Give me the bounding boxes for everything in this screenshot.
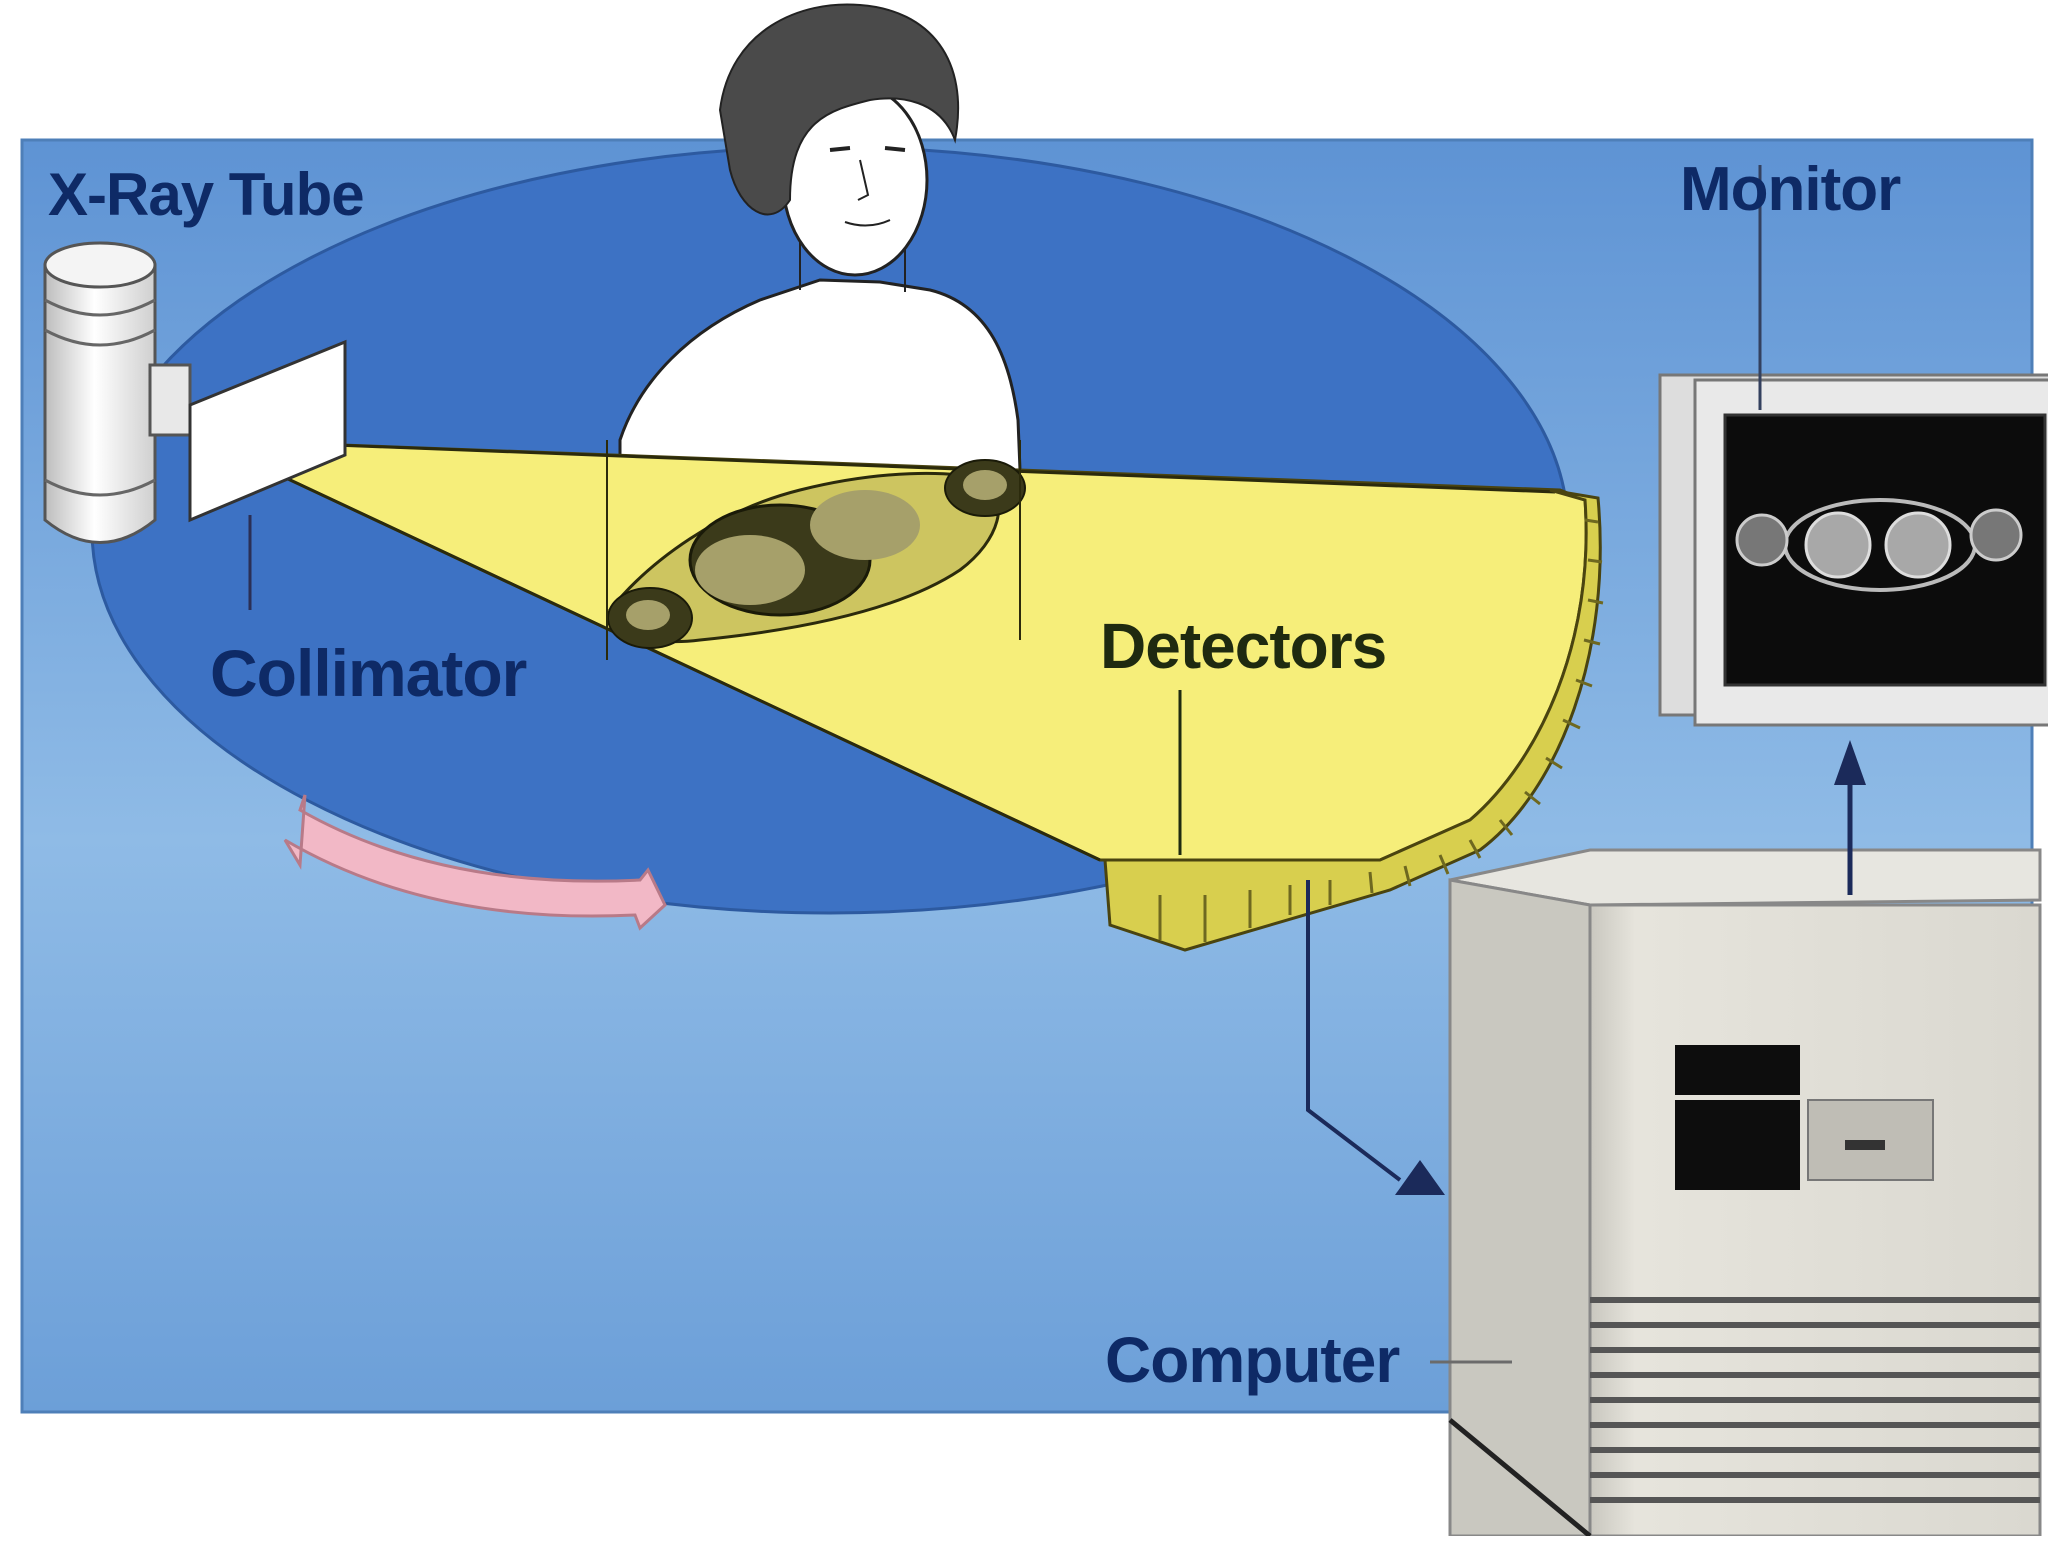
label-monitor: Monitor <box>1680 155 1901 224</box>
rotation-arrow-icon <box>283 794 667 931</box>
label-computer: Computer <box>1105 1324 1399 1396</box>
collimator-icon <box>188 339 347 610</box>
detector-array <box>1103 488 1604 952</box>
computer-icon <box>1448 848 2042 1538</box>
label-detectors: Detectors <box>1100 610 1386 682</box>
xray-tube-icon <box>43 241 192 544</box>
patient-figure <box>618 3 1022 472</box>
detector-to-computer-arrow <box>1306 880 1402 1182</box>
arrowhead-icon <box>1395 1160 1445 1195</box>
monitor-icon <box>1658 165 2048 727</box>
label-collimator: Collimator <box>210 636 527 710</box>
arrowhead-up-icon <box>1834 740 1866 785</box>
label-xray-tube: X-Ray Tube <box>48 161 364 228</box>
body-cross-section <box>607 459 1026 649</box>
hair-icon <box>718 3 960 216</box>
